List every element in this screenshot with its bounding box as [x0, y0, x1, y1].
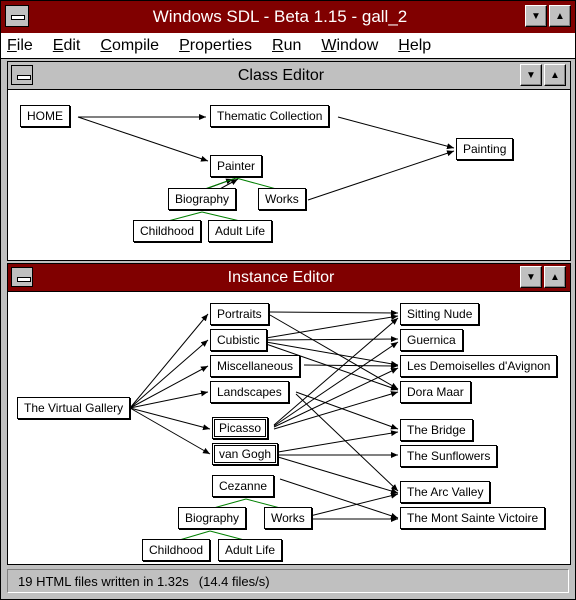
instance-node-guernica[interactable]: Guernica	[400, 329, 463, 351]
instance-editor-minimize-button[interactable]: ▼	[520, 266, 542, 288]
menu-help[interactable]: Help	[398, 36, 432, 54]
class-node-thematic-collection[interactable]: Thematic Collection	[210, 105, 330, 127]
instance-node-picasso[interactable]: Picasso	[212, 417, 269, 439]
menu-window[interactable]: Window	[321, 36, 379, 54]
class-node-painter[interactable]: Painter	[210, 155, 263, 177]
down-triangle-icon: ▼	[526, 271, 536, 283]
class-editor-titlebar[interactable]: Class Editor ▼ ▲	[8, 62, 570, 90]
class-node-home[interactable]: HOME	[20, 105, 70, 127]
instance-node-dora-maar[interactable]: Dora Maar	[400, 381, 471, 403]
instance-editor-titlebar[interactable]: Instance Editor ▼ ▲	[8, 264, 570, 292]
instance-node-van-gogh[interactable]: van Gogh	[212, 443, 279, 465]
instance-editor-maximize-button[interactable]: ▲	[544, 266, 566, 288]
up-triangle-icon: ▲	[550, 69, 560, 81]
instance-editor-title: Instance Editor	[227, 268, 335, 286]
class-editor-minimize-button[interactable]: ▼	[520, 64, 542, 86]
class-node-childhood[interactable]: Childhood	[133, 220, 202, 242]
menu-compile[interactable]: Compile	[100, 36, 160, 54]
system-menu-icon[interactable]	[11, 65, 33, 85]
class-editor-maximize-button[interactable]: ▲	[544, 64, 566, 86]
down-triangle-icon: ▼	[526, 69, 536, 81]
menu-bar: File Edit Compile Properties Run Window …	[1, 33, 575, 59]
class-editor-window: Class Editor ▼ ▲	[7, 61, 571, 261]
class-node-painting[interactable]: Painting	[456, 138, 514, 160]
app-titlebar[interactable]: Windows SDL - Beta 1.15 - gall_2 ▼ ▲	[1, 1, 575, 33]
instance-node-landscapes[interactable]: Landscapes	[210, 381, 289, 403]
class-editor-title: Class Editor	[237, 66, 325, 84]
menu-run[interactable]: Run	[272, 36, 302, 54]
instance-node-the-arc-valley[interactable]: The Arc Valley	[400, 481, 491, 503]
instance-node-the-mont-sainte-victoire[interactable]: The Mont Sainte Victoire	[400, 507, 546, 529]
instance-node-portraits[interactable]: Portraits	[210, 303, 269, 325]
class-node-works[interactable]: Works	[258, 188, 306, 210]
status-bar: 19 HTML files written in 1.32s (14.4 fil…	[7, 569, 569, 593]
system-menu-icon[interactable]	[11, 267, 33, 287]
instance-node-les-demoiselles-davignon[interactable]: Les Demoiselles d'Avignon	[400, 355, 558, 377]
instance-diagram-canvas[interactable]: The Virtual Gallery Portraits Cubistic M…	[8, 293, 570, 564]
instance-node-the-virtual-gallery[interactable]: The Virtual Gallery	[17, 397, 131, 419]
class-node-adult-life[interactable]: Adult Life	[208, 220, 273, 242]
class-node-biography[interactable]: Biography	[168, 188, 237, 210]
menu-properties[interactable]: Properties	[179, 36, 252, 54]
instance-node-the-sunflowers[interactable]: The Sunflowers	[400, 445, 498, 467]
system-menu-icon[interactable]	[5, 5, 29, 27]
instance-node-biography[interactable]: Biography	[178, 507, 247, 529]
class-diagram-canvas[interactable]: HOME Thematic Collection Painting Painte…	[8, 91, 570, 260]
status-rate-text: (14.4 files/s)	[198, 573, 270, 589]
minimize-button[interactable]: ▼	[525, 5, 547, 27]
menu-file[interactable]: File	[7, 36, 33, 54]
instance-node-the-bridge[interactable]: The Bridge	[400, 419, 473, 441]
status-files-text: 19 HTML files written in 1.32s	[18, 573, 189, 589]
instance-node-miscellaneous[interactable]: Miscellaneous	[210, 355, 301, 377]
down-triangle-icon: ▼	[531, 10, 541, 22]
maximize-button[interactable]: ▲	[549, 5, 571, 27]
instance-editor-window: Instance Editor ▼ ▲	[7, 263, 571, 565]
instance-node-sitting-nude[interactable]: Sitting Nude	[400, 303, 480, 325]
instance-node-childhood[interactable]: Childhood	[142, 539, 211, 561]
up-triangle-icon: ▲	[550, 271, 560, 283]
menu-edit[interactable]: Edit	[52, 36, 81, 54]
instance-node-cubistic[interactable]: Cubistic	[210, 329, 267, 351]
instance-node-works[interactable]: Works	[264, 507, 312, 529]
instance-node-adult-life[interactable]: Adult Life	[218, 539, 283, 561]
instance-node-cezanne[interactable]: Cezanne	[212, 475, 275, 497]
app-title: Windows SDL - Beta 1.15 - gall_2	[152, 7, 408, 26]
up-triangle-icon: ▲	[555, 10, 565, 22]
